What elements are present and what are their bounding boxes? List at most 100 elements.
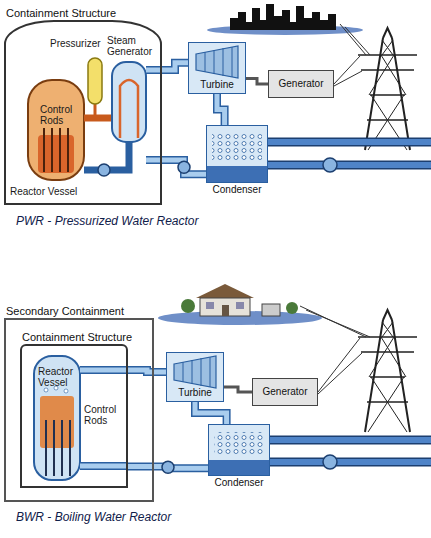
bwr-condenser-drawing	[323, 455, 337, 469]
generator-box: Generator	[268, 70, 334, 98]
pipe-outline	[162, 160, 206, 174]
node-label: Containment Structure	[6, 7, 116, 19]
water-pipe	[128, 461, 208, 473]
bwr-condenser-drawing	[209, 460, 269, 475]
pwr-primary-loop	[120, 80, 138, 138]
turbine-shaft	[224, 387, 252, 392]
pwr-primary-loop	[84, 115, 112, 122]
pwr-primary-loop	[112, 62, 146, 142]
house-scene	[286, 302, 298, 314]
feedwater-pump	[162, 461, 174, 473]
bwr-turbine-drawing	[166, 352, 224, 402]
pwr-primary-loop	[146, 70, 162, 160]
city-skyline	[230, 4, 336, 30]
water-pipe	[128, 370, 166, 372]
generator-box: Generator	[252, 378, 318, 406]
pwr-primary-loop	[28, 58, 162, 180]
bwr-vessel	[34, 356, 128, 480]
node-label: Containment Structure	[22, 331, 132, 343]
pipe-outline	[195, 402, 227, 424]
pwr-condenser-drawing	[212, 134, 262, 162]
pwr-condenser-drawing	[268, 142, 431, 165]
bwr-vessel	[80, 370, 128, 466]
pipe-outline	[217, 94, 225, 125]
part-label: Control Rods	[84, 404, 126, 426]
pwr-condenser-drawing	[323, 158, 337, 172]
house-scene	[222, 305, 229, 316]
turbine-box: Turbine	[166, 352, 224, 402]
house-scene	[158, 284, 322, 325]
pipe-core	[128, 370, 166, 372]
pipe-core	[162, 160, 206, 174]
house-scene	[196, 284, 254, 298]
bwr-vessel	[46, 420, 70, 476]
containment-structure: Containment Structure	[20, 344, 128, 488]
secondary-containment: Secondary ContainmentContainment Structu…	[4, 318, 154, 502]
pipe-core	[195, 402, 227, 424]
house-scene	[236, 302, 244, 309]
turbine-shaft	[246, 78, 268, 84]
part-label: Steam Generator	[107, 35, 157, 57]
power-line	[334, 24, 370, 86]
water-pipe	[162, 160, 206, 174]
node-label: Turbine	[200, 79, 234, 91]
pwr-turbine-drawing	[188, 42, 246, 94]
water-pipe	[195, 402, 227, 424]
pwr-primary-loop	[28, 80, 84, 180]
node-label: Condenser	[213, 184, 262, 196]
water-pipe	[217, 94, 225, 125]
turbine-box: Turbine	[188, 42, 246, 94]
transmission-tower	[358, 310, 417, 432]
pwr-turbine-drawing	[188, 42, 246, 94]
pipe-outline	[162, 63, 188, 70]
part-label: Reactor Vessel	[38, 366, 78, 388]
pipe-core	[217, 94, 225, 125]
pwr-condenser-drawing	[268, 142, 431, 165]
node-label: Condenser	[215, 477, 264, 489]
bwr-turbine-drawing	[166, 352, 224, 402]
pipe-outline	[128, 370, 166, 372]
turbine-shaft	[246, 78, 268, 84]
node-label: Generator	[262, 386, 307, 398]
pwr-primary-loop	[146, 70, 162, 160]
feedwater-pump	[178, 161, 190, 173]
diagram-caption: PWR - Pressurized Water Reactor	[16, 214, 199, 228]
part-label: Pressurizer	[50, 38, 101, 49]
bwr-vessel	[64, 389, 68, 393]
bwr-vessel	[44, 388, 48, 392]
pwr-turbine-drawing	[205, 47, 232, 77]
condenser-box: Condenser	[208, 424, 270, 476]
node-label: Secondary Containment	[6, 305, 124, 317]
part-label: Reactor Vessel	[10, 186, 77, 197]
water-pipe	[162, 63, 188, 70]
bwr-condenser-drawing	[214, 432, 264, 456]
diagram-caption: BWR - Boiling Water Reactor	[16, 510, 171, 524]
pwr-primary-loop	[94, 104, 97, 118]
node-label: Turbine	[178, 387, 212, 399]
house-scene	[200, 298, 250, 316]
pwr-primary-loop	[44, 128, 68, 172]
condenser-box: Condenser	[206, 125, 268, 183]
bwr-turbine-drawing	[174, 356, 216, 388]
house-scene	[181, 299, 195, 313]
city-skyline	[207, 4, 363, 35]
pwr-primary-loop	[98, 164, 110, 176]
bwr-condenser-drawing	[208, 424, 270, 476]
pwr-condenser-drawing	[206, 125, 431, 183]
bwr-condenser-drawing	[270, 440, 431, 462]
part-label: Control Rods	[40, 104, 82, 126]
bwr-condenser-drawing	[208, 424, 431, 476]
pipe-core	[162, 63, 188, 70]
turbine-shaft	[224, 387, 252, 392]
pwr-primary-loop	[88, 58, 102, 104]
transmission-tower	[358, 28, 417, 150]
pwr-condenser-drawing	[206, 125, 268, 183]
house-scene	[262, 304, 280, 316]
bwr-turbine-drawing	[183, 357, 210, 387]
node-label: Generator	[278, 78, 323, 90]
bwr-vessel	[80, 370, 128, 466]
house-scene	[206, 302, 214, 309]
bwr-vessel	[34, 356, 80, 480]
bwr-condenser-drawing	[270, 440, 431, 462]
